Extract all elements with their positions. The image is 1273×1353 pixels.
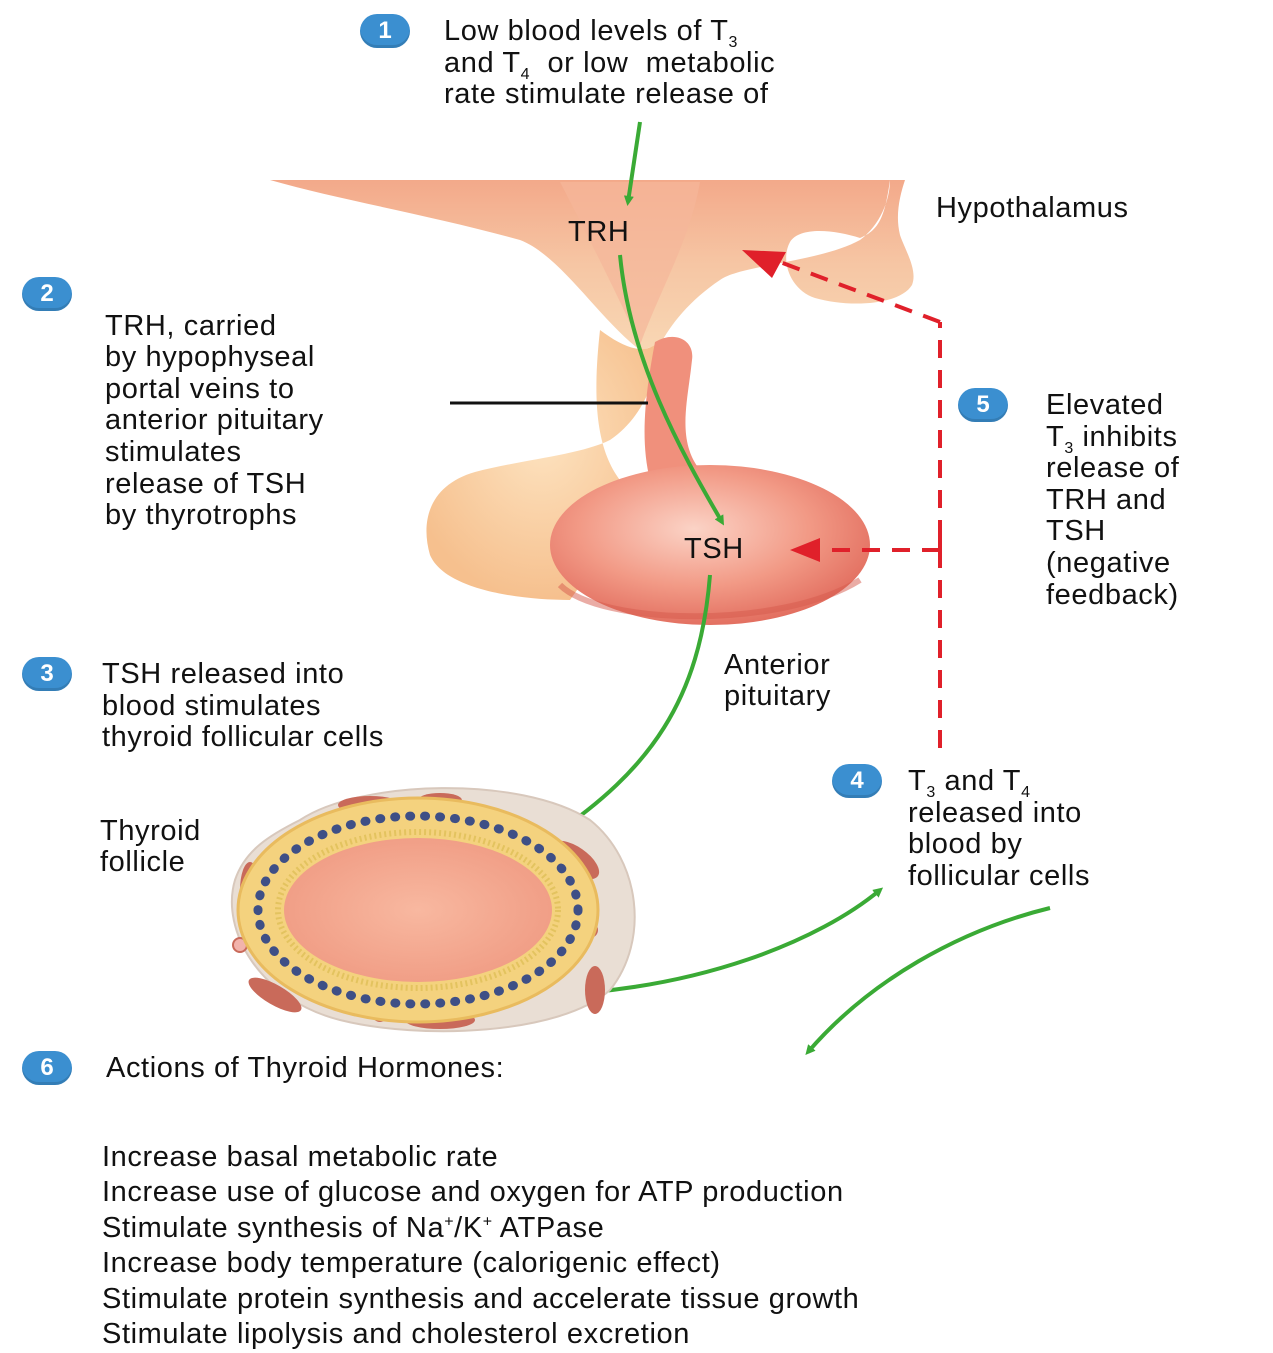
thyroid-follicle-line-2: follicle [100, 847, 201, 878]
step-5-badge: 5 [958, 388, 1008, 422]
step-2-line: portal veins to [105, 374, 324, 406]
step-5-line-2a: T [1046, 421, 1064, 453]
trh-label: TRH [568, 217, 629, 248]
action-item: Stimulate lipolysis and cholesterol excr… [102, 1317, 859, 1353]
step-4-line-1b: and T [936, 765, 1021, 797]
step-1-line-3: rate stimulate release of [444, 79, 775, 111]
pars-tuberalis-shape [645, 337, 700, 480]
action-sup: + [483, 1213, 493, 1230]
step-2-line: anterior pituitary [105, 405, 324, 437]
step-1-line-2-rest: or low metabolic [530, 47, 775, 79]
step-3-line: blood stimulates [102, 691, 384, 723]
action-item: Increase body temperature (calorigenic e… [102, 1246, 859, 1282]
step-5-line-1: Elevated [1046, 390, 1179, 422]
action-item: Stimulate protein synthesis and accelera… [102, 1282, 859, 1318]
step-2-badge: 2 [22, 277, 72, 311]
tsh-label: TSH [684, 534, 744, 565]
action-item-part: ATPase [493, 1212, 605, 1244]
action-item: Stimulate synthesis of Na+/K+ ATPase [102, 1211, 859, 1247]
step-3-line: thyroid follicular cells [102, 722, 384, 754]
step-4-line-1a: T [908, 765, 926, 797]
step-3-badge: 3 [22, 657, 72, 691]
step-2-line: by thyrotrophs [105, 500, 324, 532]
colloid [284, 838, 552, 982]
step-4-line: follicular cells [908, 861, 1090, 893]
step-2-line: TRH, carried [105, 311, 324, 343]
step-5-line-2b: inhibits [1074, 421, 1178, 453]
action-item: Increase use of glucose and oxygen for A… [102, 1175, 859, 1211]
step-2-line: release of TSH [105, 469, 324, 501]
step-4-line: blood by [908, 829, 1090, 861]
anterior-pituitary-line-2: pituitary [724, 681, 831, 712]
action-item-part: /K [454, 1212, 483, 1244]
thyroid-follicle-line-1: Thyroid [100, 816, 201, 847]
step-6-title: Actions of Thyroid Hormones: [106, 1053, 504, 1085]
action-item-part: Stimulate synthesis of Na [102, 1212, 444, 1244]
step-5-line: (negative [1046, 548, 1179, 580]
step-1-line-1: Low blood levels of T [444, 15, 729, 47]
capillary [585, 966, 605, 1014]
hypothalamus-label: Hypothalamus [936, 193, 1129, 224]
step-1-badge: 1 [360, 14, 410, 48]
step-6-badge: 6 [22, 1051, 72, 1085]
step-4-badge: 4 [832, 764, 882, 798]
action-item: Increase basal metabolic rate [102, 1140, 859, 1176]
step-5-line: feedback) [1046, 580, 1179, 612]
step-5-line: release of [1046, 453, 1179, 485]
step-3-line: TSH released into [102, 659, 384, 691]
thyroid-follicle-graphic [232, 788, 635, 1031]
step-5-line: TRH and [1046, 485, 1179, 517]
action-sup: + [444, 1213, 454, 1230]
step-4-line: released into [908, 798, 1090, 830]
step-1-line-2: and T [444, 47, 521, 79]
step-2-line: by hypophyseal [105, 342, 324, 374]
step-2-line: stimulates [105, 437, 324, 469]
step-5-line: TSH [1046, 516, 1179, 548]
arrow-blood-to-actions [808, 908, 1050, 1052]
anterior-pituitary-line-1: Anterior [724, 650, 831, 681]
